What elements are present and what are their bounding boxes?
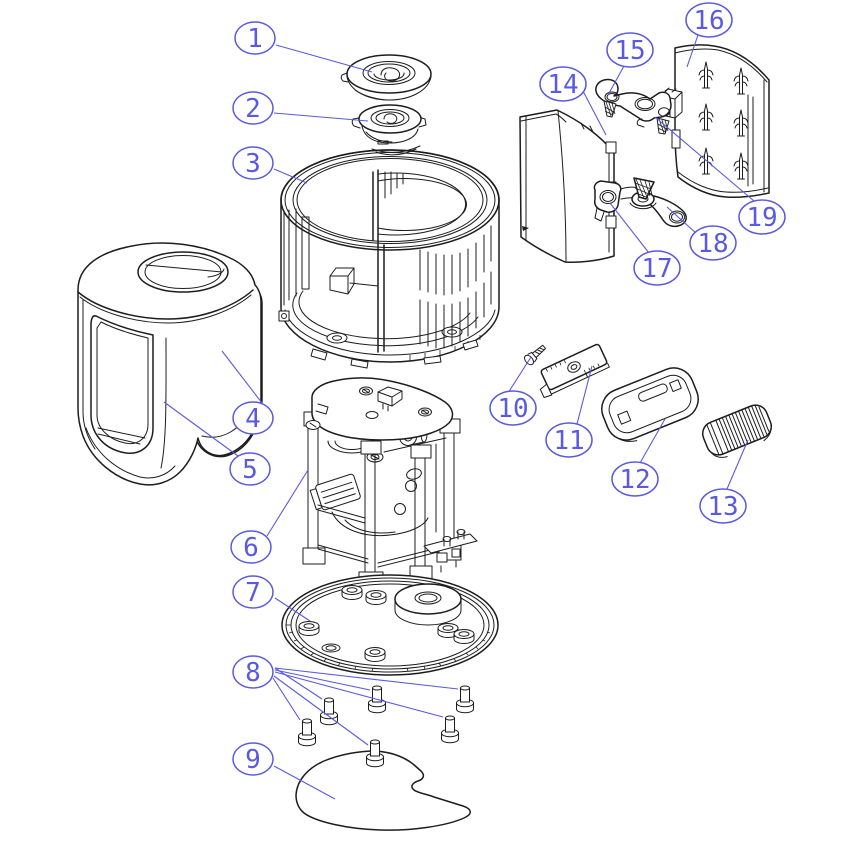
part-3-drum <box>278 149 500 369</box>
part-17-18-lever-assembly <box>593 177 687 228</box>
part-12-frame <box>601 367 699 442</box>
svg-text:7: 7 <box>245 578 261 608</box>
svg-text:8: 8 <box>245 658 261 688</box>
callout-13: 13 <box>699 439 749 524</box>
callout-5: 5 <box>163 401 271 486</box>
svg-text:5: 5 <box>242 455 258 485</box>
callout-10: 10 <box>489 356 537 426</box>
svg-text:6: 6 <box>243 533 259 563</box>
part-9-bottom-plate <box>295 750 471 831</box>
svg-text:3: 3 <box>245 149 261 179</box>
part-7-base-plate <box>281 574 499 676</box>
callout-1: 1 <box>234 21 373 73</box>
part-6-motor-assembly <box>302 377 478 594</box>
callout-7: 7 <box>232 575 311 622</box>
callout-16: 16 <box>685 2 733 68</box>
callout-12: 12 <box>611 418 666 497</box>
svg-text:16: 16 <box>693 6 724 36</box>
callout-3: 3 <box>232 146 308 184</box>
svg-text:12: 12 <box>619 465 650 495</box>
svg-text:17: 17 <box>641 254 672 284</box>
svg-text:4: 4 <box>245 404 261 434</box>
callout-17: 17 <box>609 202 681 286</box>
svg-text:9: 9 <box>245 745 261 775</box>
svg-text:10: 10 <box>497 394 528 424</box>
part-4-5-housing-shell <box>77 242 263 486</box>
callout-18: 18 <box>666 206 737 261</box>
callout-4: 4 <box>221 350 274 435</box>
svg-text:2: 2 <box>245 94 261 124</box>
svg-text:11: 11 <box>553 426 584 456</box>
callouts: 1 2 3 4 5 6 7 8 9 10 11 12 13 14 15 16 1… <box>163 2 786 800</box>
callout-11: 11 <box>545 365 593 458</box>
part-13-ribbed-button <box>701 404 773 458</box>
part-11-plate <box>539 343 610 398</box>
part-15-19-top-bracket <box>595 78 672 135</box>
callout-9: 9 <box>232 742 336 800</box>
part-16-hinged-panel <box>671 44 770 198</box>
svg-text:14: 14 <box>547 70 578 100</box>
svg-text:13: 13 <box>707 492 738 522</box>
callout-6: 6 <box>230 469 309 564</box>
part-10-small-screw <box>524 344 547 366</box>
callout-14: 14 <box>539 66 607 136</box>
part-1-top-cap <box>340 54 432 101</box>
svg-text:18: 18 <box>697 229 728 259</box>
callout-8: 8 <box>232 655 459 746</box>
part-14-curved-panel <box>519 109 617 263</box>
callout-2: 2 <box>232 91 369 125</box>
callout-19: 19 <box>654 116 786 235</box>
svg-text:1: 1 <box>247 24 263 54</box>
svg-text:19: 19 <box>746 203 777 233</box>
callout-15: 15 <box>606 32 654 96</box>
part-2-inner-cap <box>351 104 427 156</box>
svg-text:15: 15 <box>614 36 645 66</box>
